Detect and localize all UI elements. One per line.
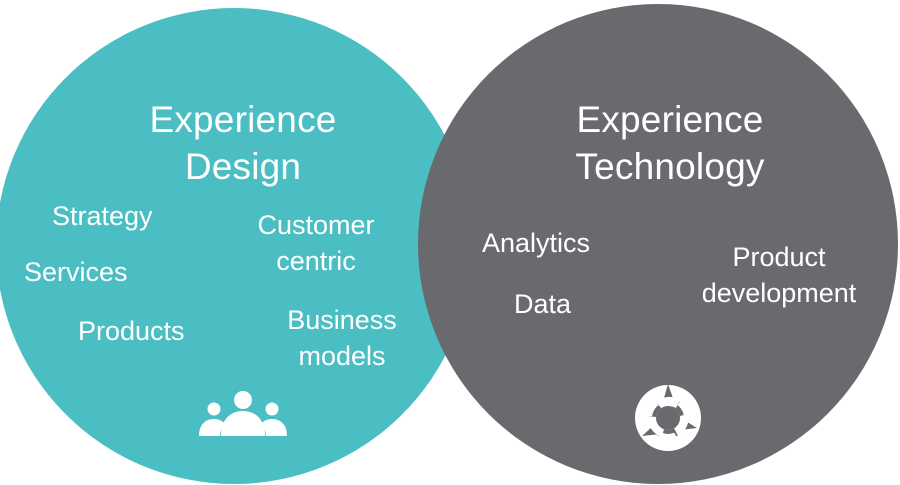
design-item-business-models: Business models [266, 302, 418, 374]
design-item-products: Products [78, 316, 185, 346]
experience-design-title: Experience Design [112, 96, 374, 190]
design-item-strategy: Strategy [52, 201, 153, 231]
customer-centric-line1: Customer [257, 210, 375, 240]
product-development-line2: development [701, 278, 857, 308]
design-item-services: Services [24, 257, 128, 287]
cycle-arrows-icon [635, 384, 701, 451]
technology-title-line2: Technology [575, 146, 765, 187]
business-models-line1: Business [287, 305, 397, 335]
technology-title-line1: Experience [576, 99, 764, 140]
customer-centric-line2: centric [276, 246, 356, 276]
technology-item-product-development: Product development [684, 239, 874, 311]
technology-item-data: Data [514, 289, 572, 319]
technology-item-analytics: Analytics [482, 228, 591, 258]
business-models-line2: models [298, 341, 386, 371]
design-title-line1: Experience [149, 99, 337, 140]
design-item-customer-centric: Customer centric [236, 207, 396, 279]
people-group-icon [199, 391, 287, 436]
product-development-line1: Product [732, 242, 826, 272]
design-title-line2: Design [184, 146, 302, 187]
experience-technology-title: Experience Technology [530, 96, 810, 190]
